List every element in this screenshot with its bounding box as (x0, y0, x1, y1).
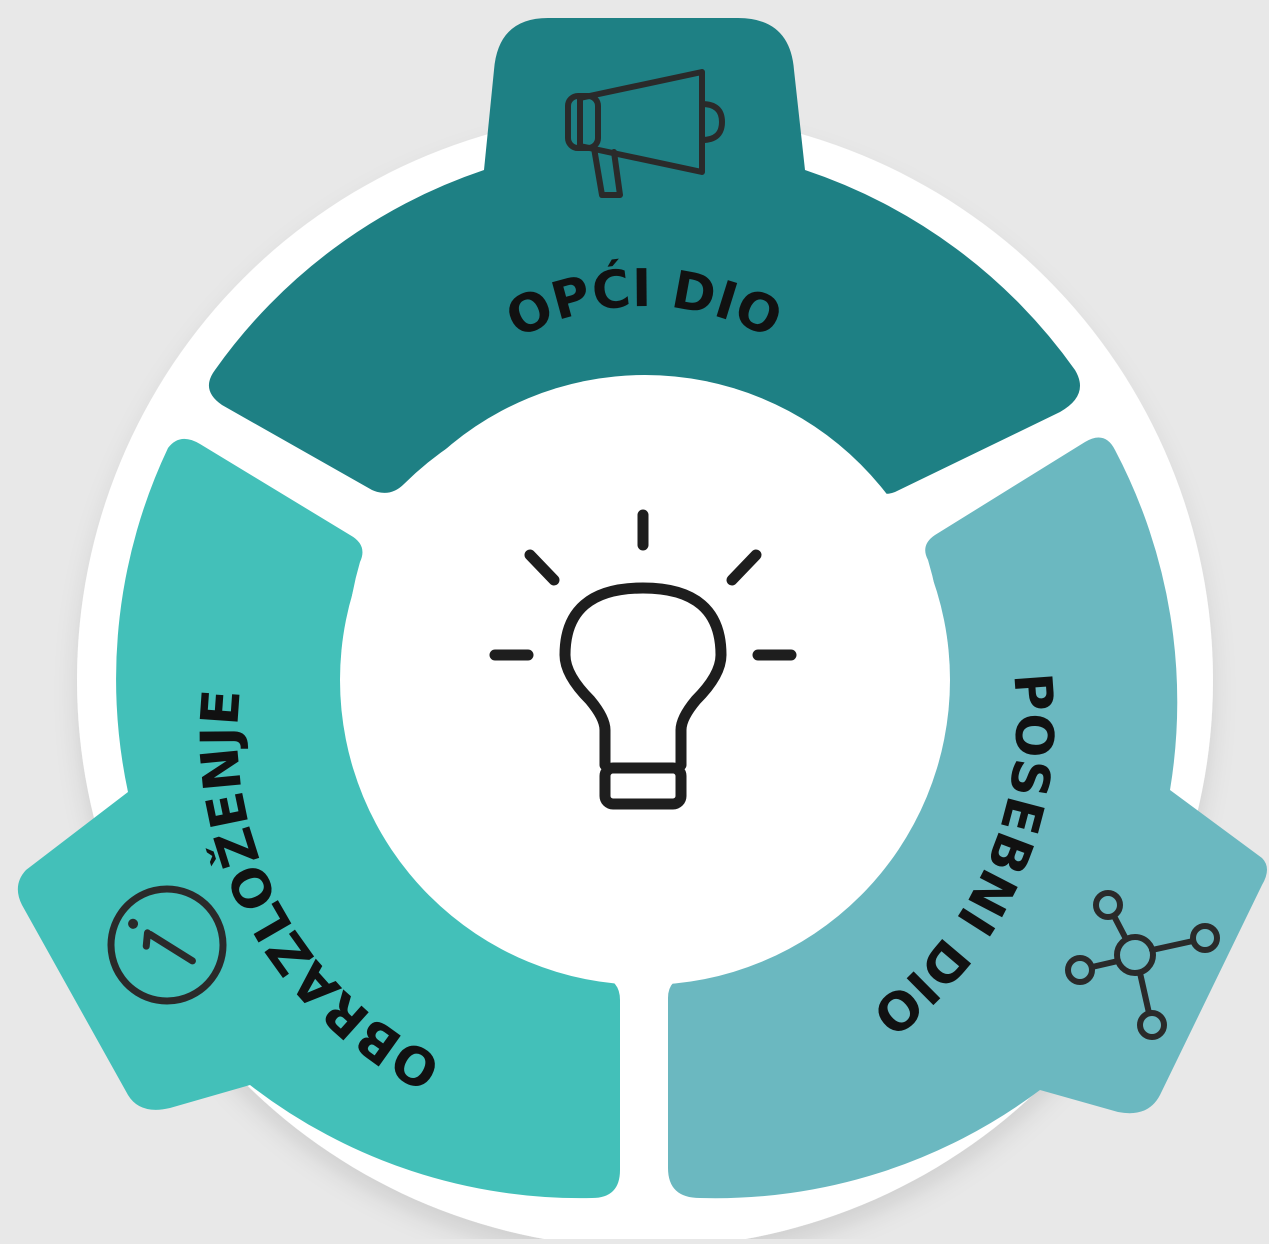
segment-top[interactable] (208, 18, 1080, 494)
info-icon (107, 885, 227, 1005)
network-icon (1065, 890, 1220, 1040)
segment-left[interactable] (17, 438, 621, 1199)
lightbulb-icon (489, 509, 797, 810)
center-circle (340, 375, 950, 985)
segment-right[interactable] (668, 437, 1267, 1199)
megaphone-icon (565, 69, 725, 198)
